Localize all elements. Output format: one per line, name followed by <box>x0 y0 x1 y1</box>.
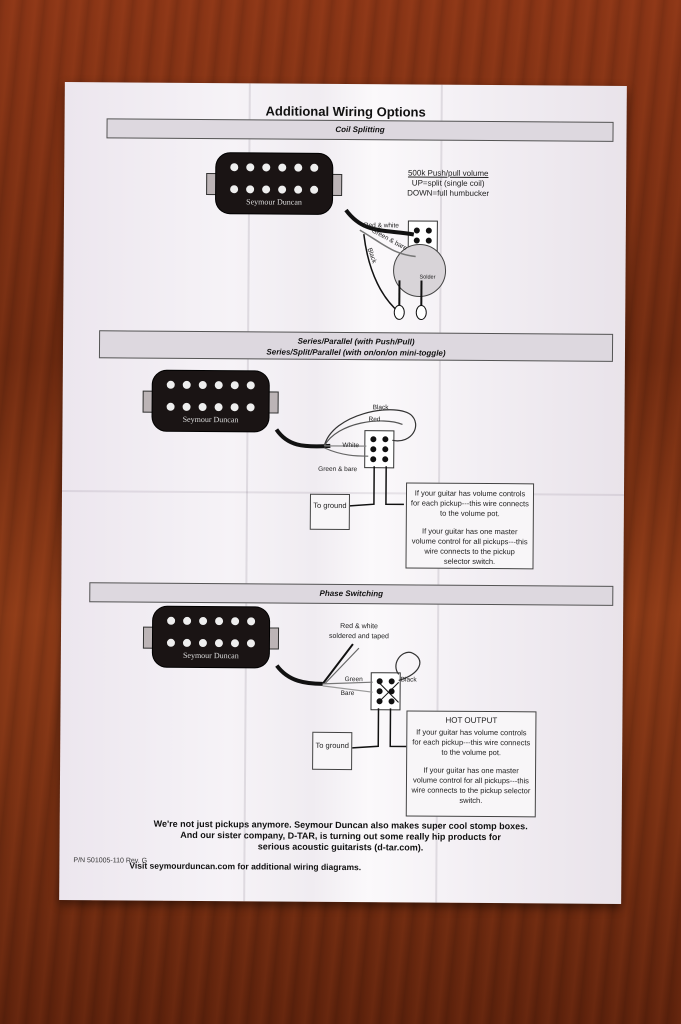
footer-visit-link: Visit seymourduncan.com for additional w… <box>129 860 362 873</box>
phase-switching-wiring <box>275 643 421 749</box>
wire-label-green: Green <box>344 676 363 684</box>
info-box-phase: HOT OUTPUT If your guitar has volume con… <box>405 710 537 818</box>
wire-label-bare: Bare <box>340 689 355 698</box>
series-parallel-wiring <box>274 409 417 507</box>
wiring-sheet: Additional Wiring Options Coil Splitting… <box>59 82 627 904</box>
coil-split-wiring <box>344 208 447 321</box>
wire-label-black: Black <box>400 676 417 684</box>
hot-output-label: HOT OUTPUT <box>445 715 498 726</box>
ground-box-2: To ground <box>312 731 353 771</box>
footer-promo: We're not just pickups anymore. Seymour … <box>153 818 528 853</box>
